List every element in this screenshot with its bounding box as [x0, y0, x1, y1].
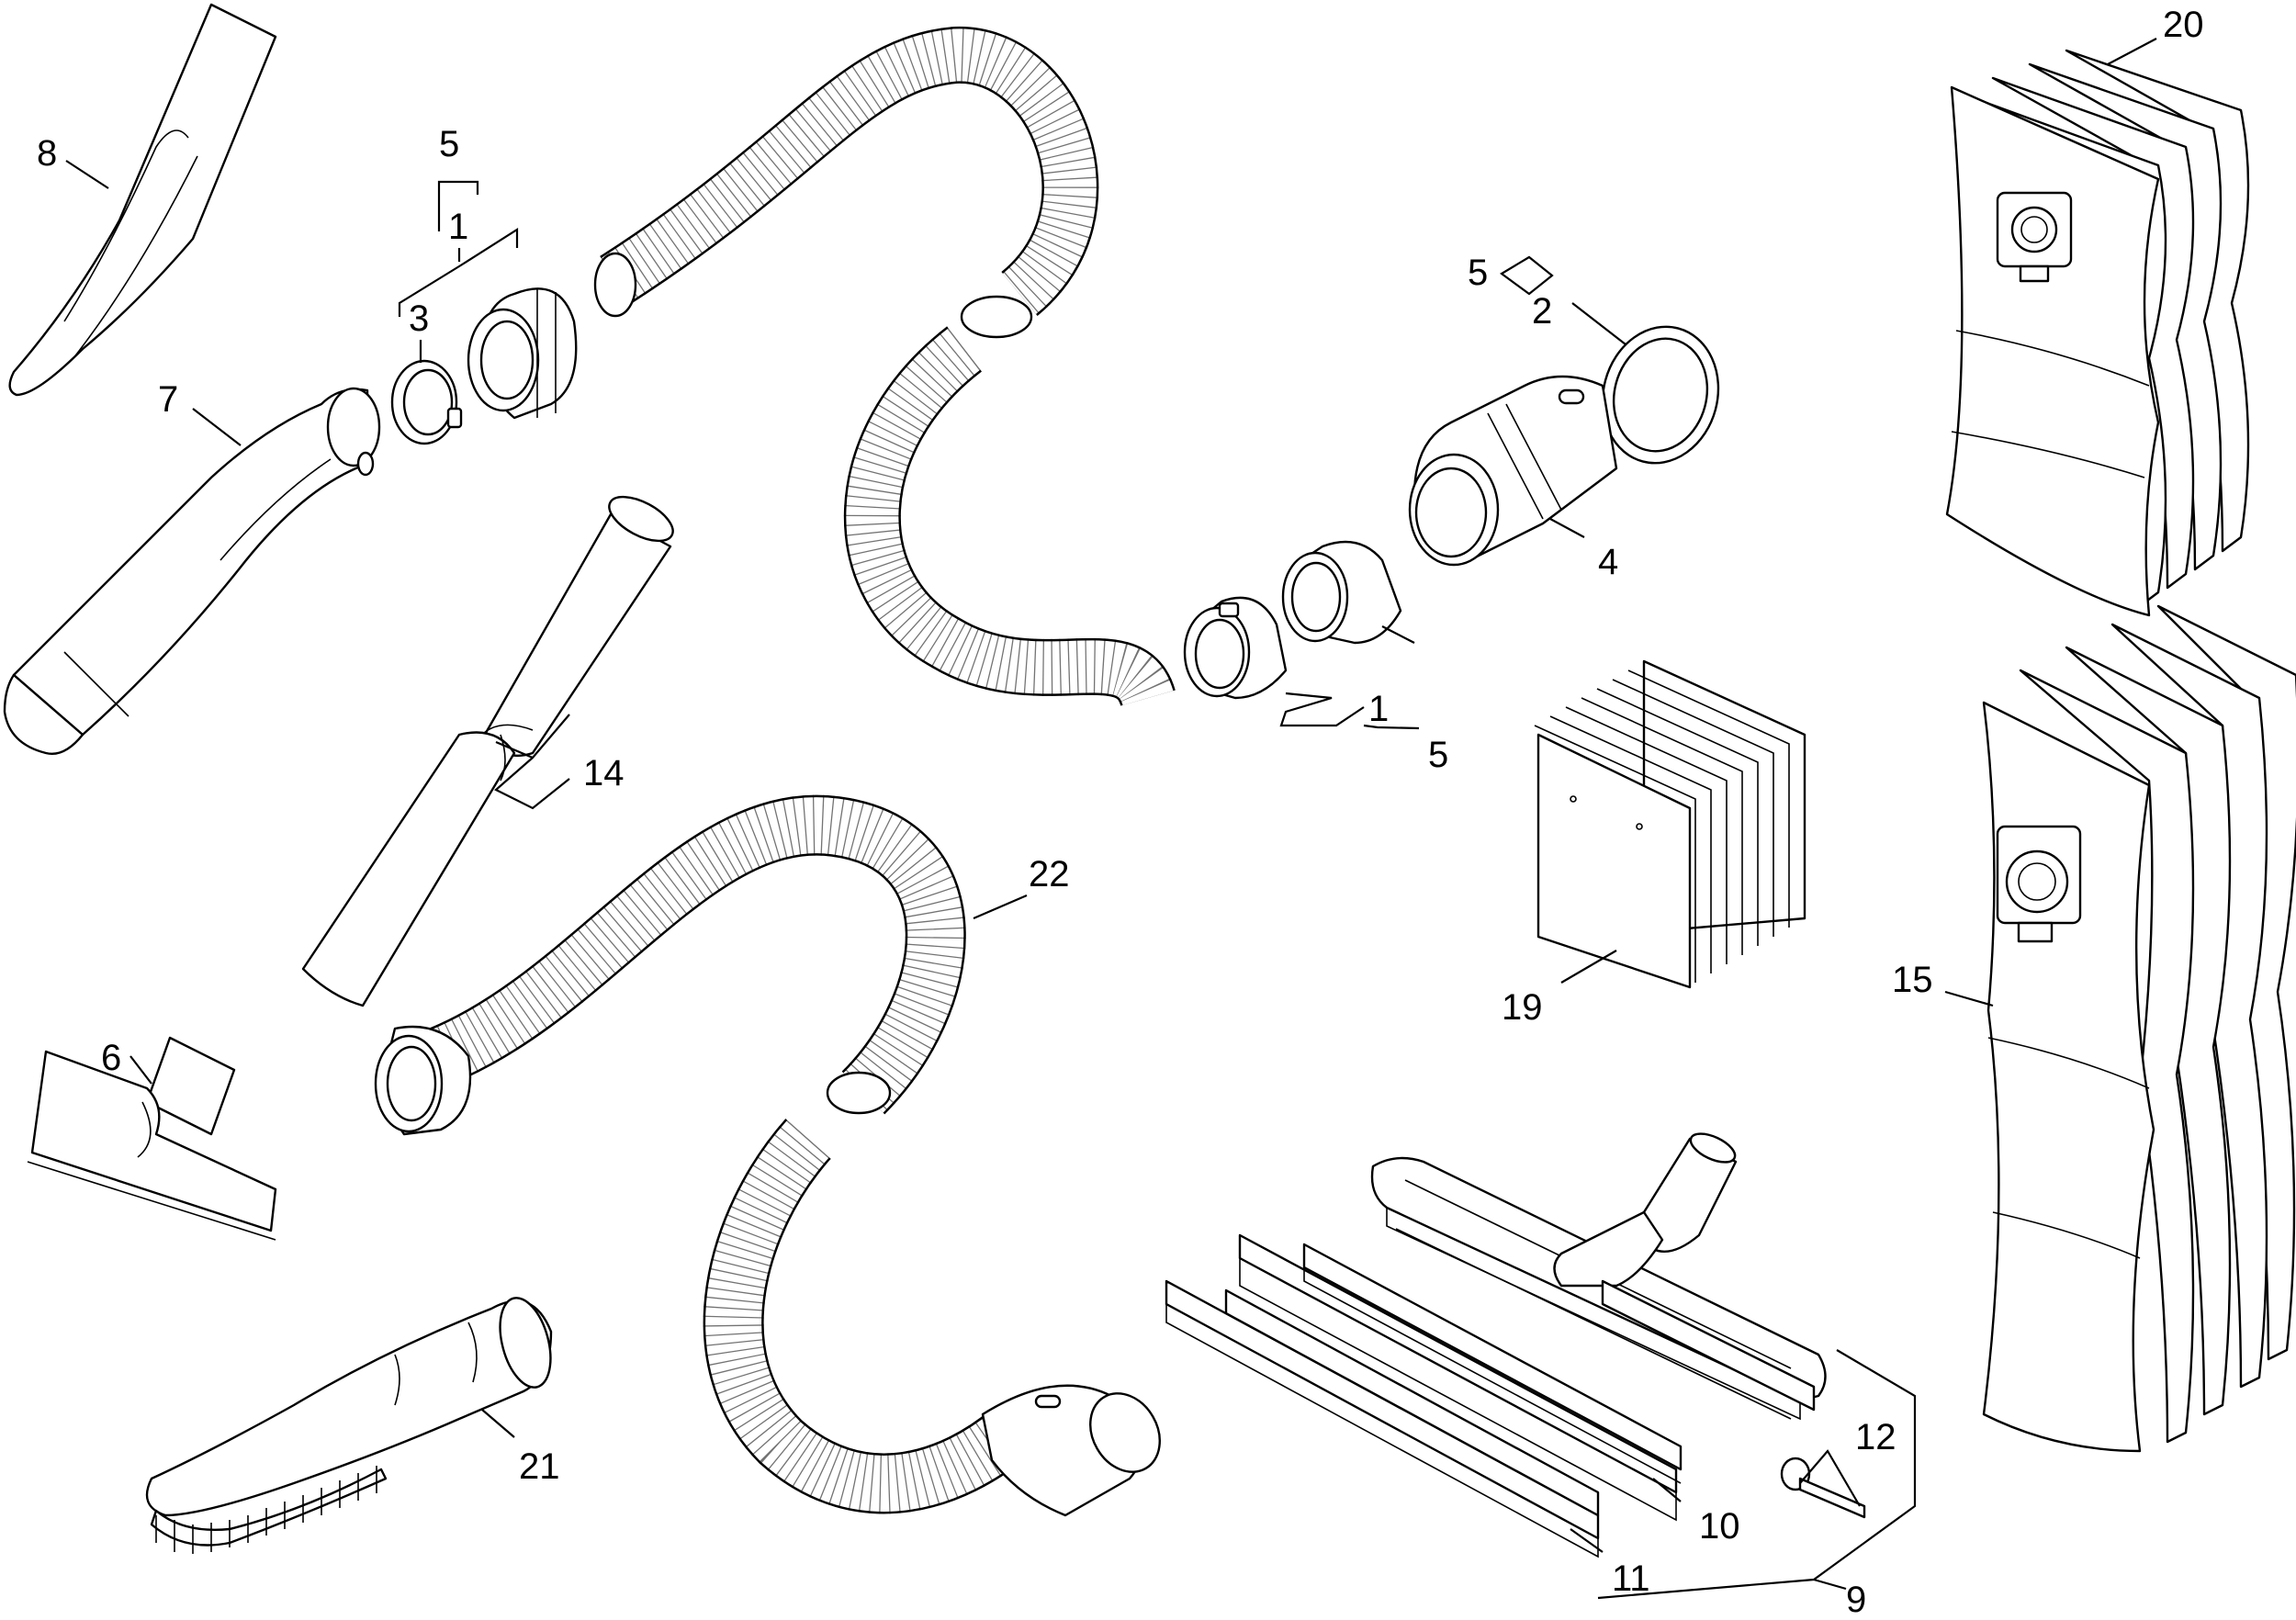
utility-nozzle-part-6[interactable]	[27, 1036, 277, 1241]
hose-cuff-part-1-top[interactable]	[467, 287, 578, 420]
filter-bags-part-15[interactable]	[1982, 604, 2296, 1453]
extension-tube-part-14-upper[interactable]	[477, 488, 680, 758]
brush-strips-part-10[interactable]	[1238, 1233, 1683, 1522]
label-part-15: 15	[1892, 960, 1933, 1000]
label-part-20: 20	[2163, 5, 2204, 45]
label-part-22: 22	[1029, 854, 1070, 894]
adapter-part-4[interactable]	[1408, 375, 1618, 567]
label-part-4: 4	[1598, 542, 1618, 582]
extension-tube-part-14-lower[interactable]	[301, 731, 516, 1007]
label-part-14: 14	[583, 753, 625, 793]
suction-hose-part-22[interactable]	[374, 794, 1174, 1517]
leader-lines	[65, 38, 2157, 1600]
label-part-8: 8	[37, 133, 57, 174]
hand-tube-part-7[interactable]	[3, 387, 381, 755]
connector-sleeve-part-1-bottom[interactable]	[1281, 540, 1402, 645]
label-part-11: 11	[1612, 1558, 1650, 1599]
label-part-21: 21	[519, 1446, 560, 1487]
ring-part-2[interactable]	[1588, 314, 1734, 477]
label-part-5-top: 5	[439, 124, 459, 164]
connector-cuff-part-1-bottom[interactable]	[1183, 596, 1288, 700]
label-part-10: 10	[1699, 1506, 1740, 1547]
label-part-3: 3	[409, 298, 429, 339]
label-part-1-bottom: 1	[1368, 689, 1389, 729]
upholstery-brush-part-21[interactable]	[145, 1292, 559, 1554]
crevice-nozzle-part-8[interactable]	[8, 3, 277, 397]
label-part-5-bottom: 5	[1428, 735, 1448, 775]
label-part-7: 7	[158, 379, 178, 420]
rubber-strips-part-11[interactable]	[1165, 1279, 1600, 1558]
filter-bags-part-20[interactable]	[1945, 49, 2250, 617]
pleated-filter-part-19[interactable]	[1534, 659, 1806, 989]
label-part-12: 12	[1855, 1417, 1896, 1457]
label-part-9: 9	[1846, 1580, 1866, 1620]
floor-nozzle-part-9[interactable]	[1370, 1128, 1827, 1421]
wheel-part-12[interactable]	[1780, 1457, 1866, 1519]
label-part-19: 19	[1502, 987, 1543, 1028]
callout-labels: 8 7 5 1 3 5 2 4 1 5 14 22 19 20 15 6 21 …	[37, 5, 2204, 1620]
label-part-2: 2	[1532, 291, 1552, 332]
label-part-1-top: 1	[448, 207, 468, 247]
label-part-6: 6	[101, 1038, 121, 1078]
suction-hose-upper[interactable]	[593, 27, 1176, 709]
label-part-5-mid: 5	[1468, 253, 1488, 293]
ring-part-3[interactable]	[390, 359, 463, 445]
